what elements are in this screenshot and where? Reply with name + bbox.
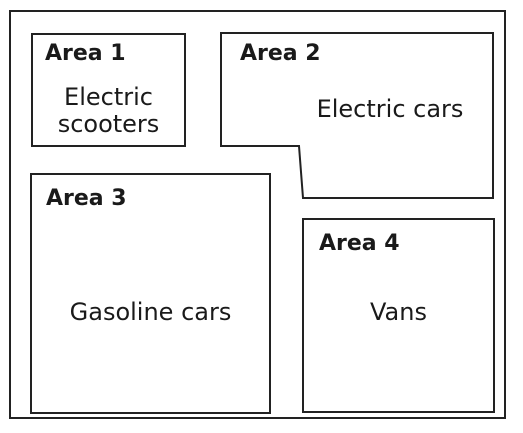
area-3-title: Area 3 xyxy=(46,186,127,211)
area-3-box: Area 3 Gasoline cars xyxy=(30,173,271,414)
area-4-label: Vans xyxy=(370,298,427,326)
area-4-title: Area 4 xyxy=(319,231,400,256)
area-2-title: Area 2 xyxy=(240,41,321,66)
area-4-box: Area 4 Vans xyxy=(302,218,495,413)
area-1-label: Electric scooters xyxy=(57,83,160,138)
area-1-title: Area 1 xyxy=(45,41,126,66)
area-1-box: Area 1 Electric scooters xyxy=(31,33,186,147)
parking-lot-outline xyxy=(9,10,506,419)
area-2-label: Electric cars xyxy=(316,95,464,123)
area-3-label: Gasoline cars xyxy=(69,298,232,326)
